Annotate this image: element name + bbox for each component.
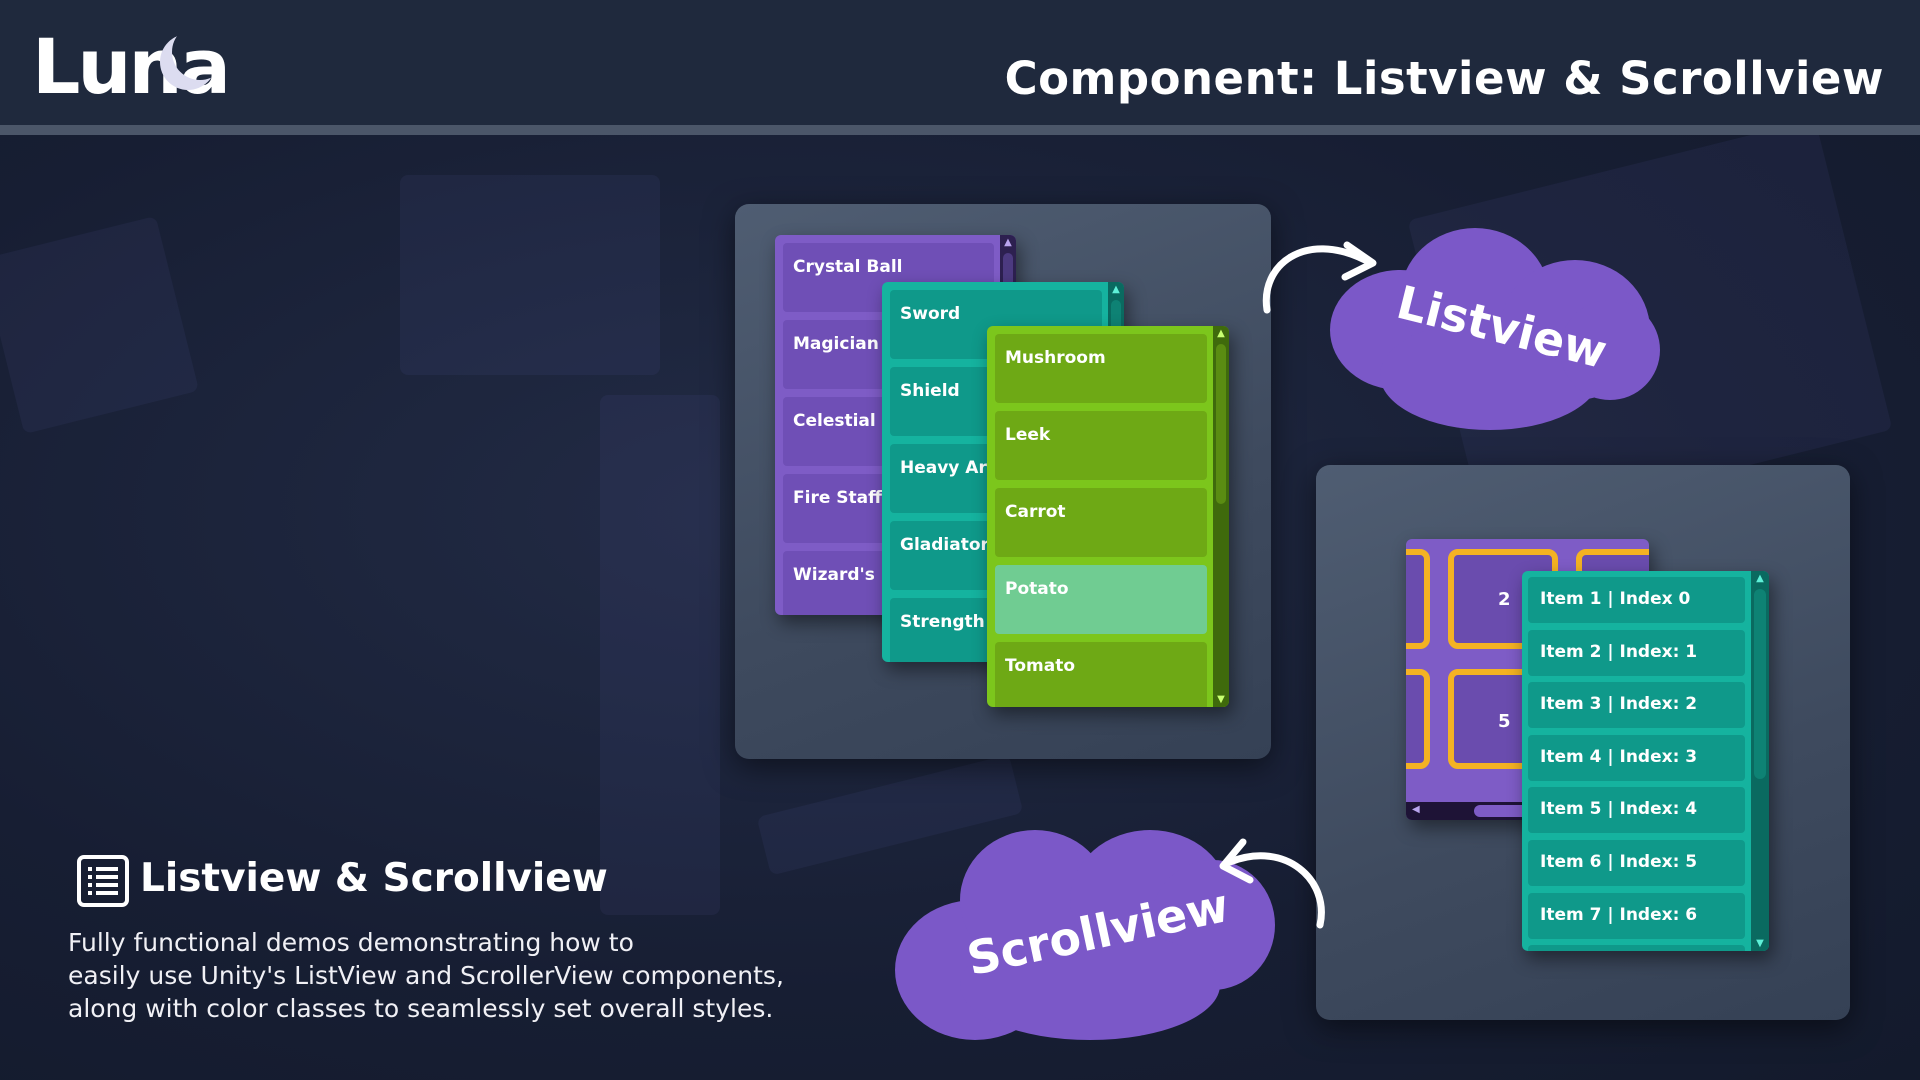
list-item[interactable]: Item 3 | Index: 2 xyxy=(1528,682,1745,729)
description-line: Fully functional demos demonstrating how… xyxy=(68,928,634,957)
header-divider xyxy=(0,125,1920,135)
scrollbar[interactable]: ▲▼ xyxy=(1213,326,1229,707)
moon-icon xyxy=(172,24,228,80)
curved-arrow-icon xyxy=(1262,241,1377,314)
list-item[interactable]: Item 1 | Index 0 xyxy=(1528,577,1745,623)
grid-cell-label: 5 xyxy=(1498,711,1511,732)
header xyxy=(0,0,1920,125)
grid-cell-label: 2 xyxy=(1498,589,1511,610)
feature-description: Fully functional demos demonstrating how… xyxy=(68,926,828,1025)
list-item[interactable]: Leek xyxy=(995,411,1207,480)
page-title: Component: Listview & Scrollview xyxy=(1004,52,1884,105)
logo: Luna xyxy=(32,22,231,111)
list-icon xyxy=(77,855,129,907)
list-item[interactable]: Item 6 | Index: 5 xyxy=(1528,839,1745,886)
green-listview[interactable]: Mushroom Leek Carrot Potato Tomato ▲▼ xyxy=(987,326,1229,707)
list-item[interactable]: Carrot xyxy=(995,488,1207,557)
feature-title: Listview & Scrollview xyxy=(140,856,608,901)
description-line: easily use Unity's ListView and Scroller… xyxy=(68,961,784,990)
scrollbar[interactable]: ▲▼ xyxy=(1751,571,1769,951)
teal-scrollview[interactable]: Item 1 | Index 0 Item 2 | Index: 1 Item … xyxy=(1522,571,1769,951)
list-item[interactable]: Item 7 | Index: 6 xyxy=(1528,892,1745,939)
list-item-selected[interactable]: Potato xyxy=(995,565,1207,634)
list-item[interactable]: Item 4 | Index: 3 xyxy=(1528,734,1745,781)
list-item[interactable]: Mushroom xyxy=(995,334,1207,403)
description-line: along with color classes to seamlessly s… xyxy=(68,994,774,1023)
curved-arrow-icon xyxy=(1219,838,1325,929)
list-item[interactable]: Item 5 | Index: 4 xyxy=(1528,787,1745,834)
list-item[interactable]: Tomato xyxy=(995,642,1207,707)
list-item[interactable]: Item 2 | Index: 1 xyxy=(1528,629,1745,676)
